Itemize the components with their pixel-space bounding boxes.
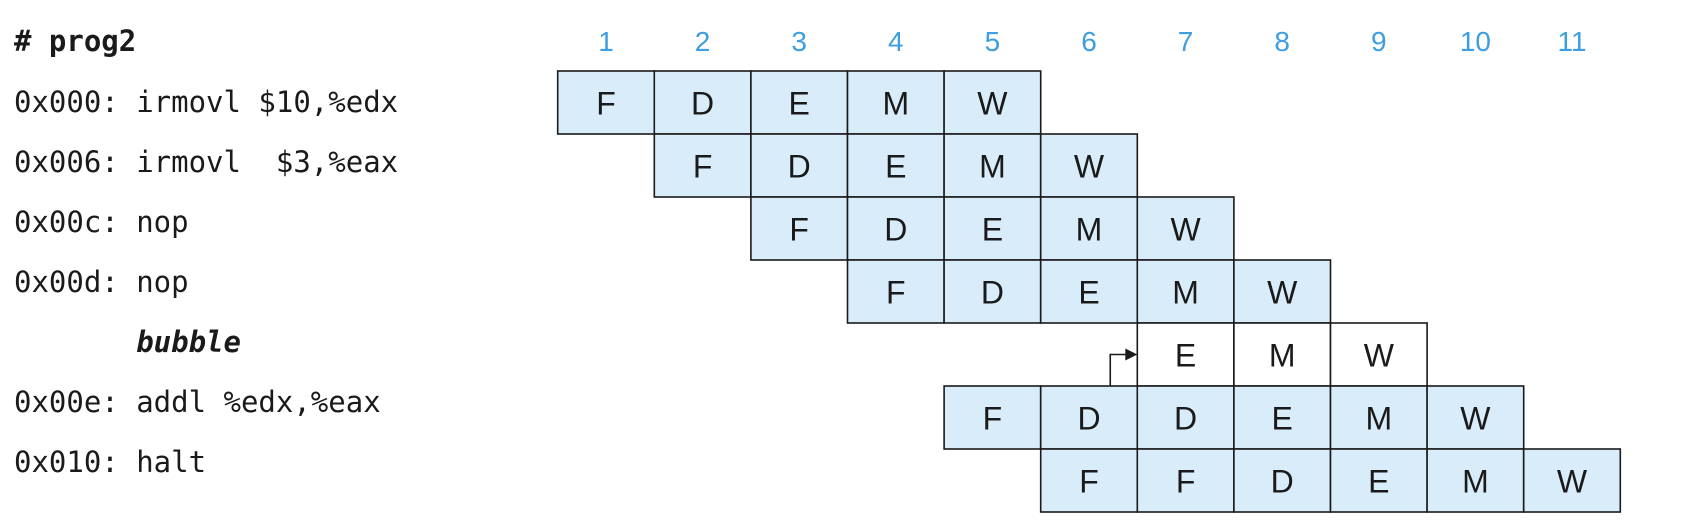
stage-label: E	[1272, 401, 1293, 437]
stage-label: M	[1172, 275, 1199, 311]
stage-cell	[1136, 448, 1235, 513]
stage-label: E	[1078, 275, 1099, 311]
stage-cell	[1039, 259, 1139, 324]
stage-label: W	[1074, 149, 1105, 185]
stage-label: F	[1176, 464, 1196, 500]
instruction-line: 0x010: halt	[14, 445, 206, 479]
stage-label: D	[981, 275, 1004, 311]
stall-arrow-line	[1109, 353, 1128, 386]
cycle-number: 7	[1178, 26, 1194, 57]
stage-label: F	[1079, 464, 1099, 500]
cycle-number: 6	[1081, 26, 1097, 57]
stage-label: F	[983, 401, 1003, 437]
stage-cell	[653, 70, 752, 135]
stage-label: F	[886, 275, 906, 311]
cycle-number: 11	[1557, 26, 1586, 57]
stage-cell	[1136, 259, 1235, 324]
stage-cell	[1329, 322, 1428, 387]
cycle-number: 9	[1371, 26, 1387, 57]
stage-cell	[943, 259, 1042, 324]
stage-cell	[846, 259, 945, 324]
stage-label: W	[977, 86, 1008, 122]
cycle-number: 4	[888, 26, 904, 57]
instruction-line: 0x00c: nop	[14, 205, 189, 239]
stage-label: W	[1267, 275, 1298, 311]
stage-label: M	[882, 86, 909, 122]
stage-cell	[1136, 322, 1235, 387]
stage-label: W	[1460, 401, 1491, 437]
stage-cell	[1039, 133, 1139, 198]
stage-cell	[846, 133, 945, 198]
instruction-line: 0x006: irmovl $3,%eax	[14, 145, 398, 179]
stall-forward-arrow	[1109, 348, 1138, 386]
stage-cell	[846, 196, 945, 261]
bubble-label: bubble	[14, 325, 241, 359]
cycle-number: 5	[985, 26, 1001, 57]
stage-label: M	[1462, 464, 1489, 500]
stage-label: M	[1076, 212, 1103, 248]
stage-label: F	[596, 86, 616, 122]
stage-label: D	[1174, 401, 1197, 437]
cycle-number: 8	[1274, 26, 1290, 57]
stage-cell	[1233, 259, 1332, 324]
stage-label: D	[788, 149, 811, 185]
cycle-number: 10	[1460, 26, 1491, 57]
instruction-line: 0x00d: nop	[14, 265, 189, 299]
cycle-number-row: 1 2 3 4 5 6 7 8 9 10 11	[598, 26, 1586, 57]
stage-cell	[1426, 448, 1525, 513]
stage-label: W	[1364, 338, 1395, 374]
stage-label: M	[1269, 338, 1296, 374]
stage-label: D	[1271, 464, 1294, 500]
stage-cell	[750, 70, 849, 135]
instruction-line: 0x000: irmovl $10,%edx	[14, 85, 398, 119]
stage-cell	[556, 70, 656, 135]
stage-label: W	[1557, 464, 1588, 500]
stage-label: M	[979, 149, 1006, 185]
stage-cell	[1233, 385, 1332, 450]
stage-label: W	[1170, 212, 1201, 248]
instruction-line: 0x00e: addl %edx,%eax	[14, 385, 381, 419]
stage-cell	[653, 133, 752, 198]
cycle-number: 1	[598, 26, 614, 57]
stage-label: E	[1175, 338, 1196, 374]
stage-label: E	[885, 149, 906, 185]
stage-cell	[1039, 196, 1139, 261]
cycle-number: 3	[791, 26, 807, 57]
stage-label: E	[789, 86, 810, 122]
stage-label: E	[1368, 464, 1389, 500]
stage-cell	[1522, 448, 1622, 513]
stage-cell	[1233, 322, 1332, 387]
program-title: # prog2	[14, 24, 136, 58]
stage-label: E	[982, 212, 1003, 248]
program-listing: # prog2 0x000: irmovl $10,%edx 0x006: irm…	[14, 24, 398, 479]
stage-label: M	[1365, 401, 1392, 437]
stage-cell	[1329, 385, 1428, 450]
stage-cell	[1426, 385, 1525, 450]
stage-label: D	[1077, 401, 1100, 437]
stage-label: F	[789, 212, 809, 248]
stage-label: D	[884, 212, 907, 248]
stall-arrow-head	[1125, 348, 1138, 361]
stage-label: D	[691, 86, 714, 122]
stage-label: F	[693, 149, 713, 185]
cycle-number: 2	[695, 26, 711, 57]
